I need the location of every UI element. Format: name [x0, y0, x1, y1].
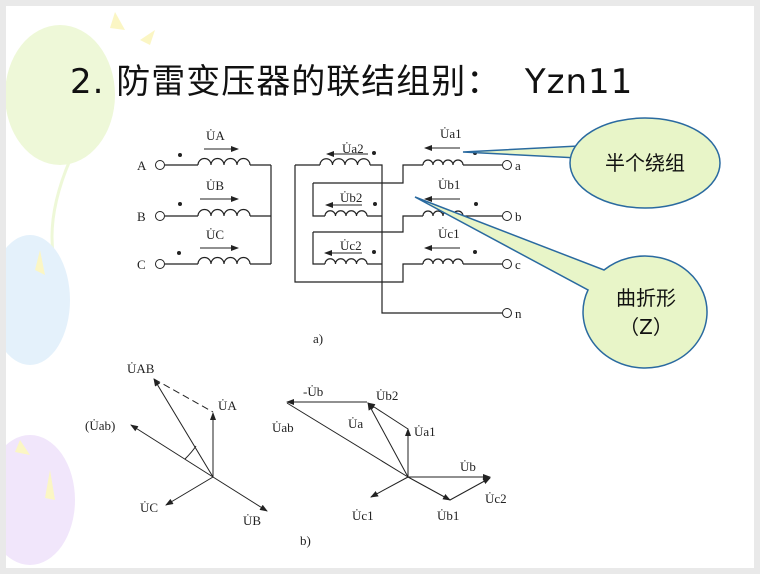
label-Ub-phasor: U̇b	[460, 459, 476, 474]
label-UB-phasor: U̇B	[243, 513, 261, 528]
label-Ua2: U̇a2	[342, 141, 364, 156]
label-UC: U̇C	[206, 227, 224, 242]
coil-icon	[197, 157, 251, 166]
callout-zigzag: 曲折形 （Z）	[414, 196, 708, 369]
callout-pointer	[462, 145, 579, 159]
label-UC-phasor: U̇C	[140, 500, 158, 515]
label-UAB: U̇AB	[127, 361, 155, 376]
caption-b: b)	[300, 533, 311, 548]
terminal-c	[502, 259, 512, 269]
balloon-decoration	[6, 12, 155, 565]
slide: 2. 防雷变压器的联结组别： Yzn11 A B C U̇A U̇B U̇C	[6, 6, 754, 568]
label-UB: U̇B	[206, 178, 224, 193]
terminal-a-label: a	[515, 158, 521, 173]
coil-icon	[324, 258, 368, 265]
label-Ua1-phasor: U̇a1	[414, 424, 436, 439]
coil-icon	[422, 159, 464, 166]
terminal-B-label: B	[137, 209, 146, 224]
terminal-A-label: A	[137, 158, 147, 173]
slide-title: 2. 防雷变压器的联结组别： Yzn11	[70, 62, 634, 102]
label-neg-Ub: -U̇b	[303, 384, 323, 399]
terminal-C	[155, 259, 165, 269]
terminal-C-label: C	[137, 257, 146, 272]
label-Uab-phasor: U̇ab	[272, 420, 294, 435]
winding-diagram: A B C U̇A U̇B U̇C a b c n U̇a2 U̇b2	[85, 117, 721, 548]
primary-windings: A B C U̇A U̇B U̇C	[137, 128, 272, 272]
terminal-c-label: c	[515, 257, 521, 272]
label-Ub2: U̇b2	[340, 190, 362, 205]
label-Uc2: U̇c2	[340, 238, 362, 253]
label-Ub1: U̇b1	[438, 177, 460, 192]
coil-icon	[197, 208, 251, 217]
caption-a: a)	[313, 331, 323, 346]
label-Ua1: U̇a1	[440, 126, 462, 141]
callout-half-winding: 半个绕组	[462, 117, 721, 209]
terminal-A	[155, 160, 165, 170]
coil-icon	[422, 258, 464, 265]
label-UA-phasor: U̇A	[218, 398, 237, 413]
label-Uc2-phasor: U̇c2	[485, 491, 507, 506]
label-UA: U̇A	[206, 128, 225, 143]
balloon-green	[6, 25, 115, 165]
callout-bubble	[569, 117, 721, 209]
balloon-purple	[6, 435, 75, 565]
phasor-diagram-primary: U̇AB U̇A (U̇ab) U̇C U̇B	[85, 361, 268, 528]
terminal-a	[502, 160, 512, 170]
callout-zigzag-line1: 曲折形	[616, 286, 676, 310]
label-Uc1: U̇c1	[438, 226, 460, 241]
label-Ub1-phasor: U̇b1	[437, 508, 459, 523]
phasor-diagram-secondary: -U̇b U̇b2 U̇ab U̇a U̇a1 U̇b U̇c2 U̇b1 U̇…	[272, 384, 507, 523]
callout-half-winding-text: 半个绕组	[605, 151, 685, 175]
coil-icon	[324, 210, 368, 217]
callout-zigzag-line2: （Z）	[619, 315, 673, 339]
terminal-b-label: b	[515, 209, 522, 224]
label-Ub2-phasor: U̇b2	[376, 388, 398, 403]
label-Ua-phasor: U̇a	[348, 416, 363, 431]
balloon-blue	[6, 235, 70, 365]
coil-icon	[197, 256, 251, 265]
secondary-windings: a b c n U̇a2 U̇b2 U̇c2 U̇a1 U̇b1 U̇c1	[294, 126, 522, 321]
coil-icon	[319, 158, 371, 166]
terminal-n-label: n	[515, 306, 522, 321]
terminal-b	[502, 211, 512, 221]
label-Uc1-phasor: U̇c1	[352, 508, 374, 523]
label-Uab-paren: (U̇ab)	[85, 418, 115, 433]
terminal-B	[155, 211, 165, 221]
terminal-n	[502, 308, 512, 318]
